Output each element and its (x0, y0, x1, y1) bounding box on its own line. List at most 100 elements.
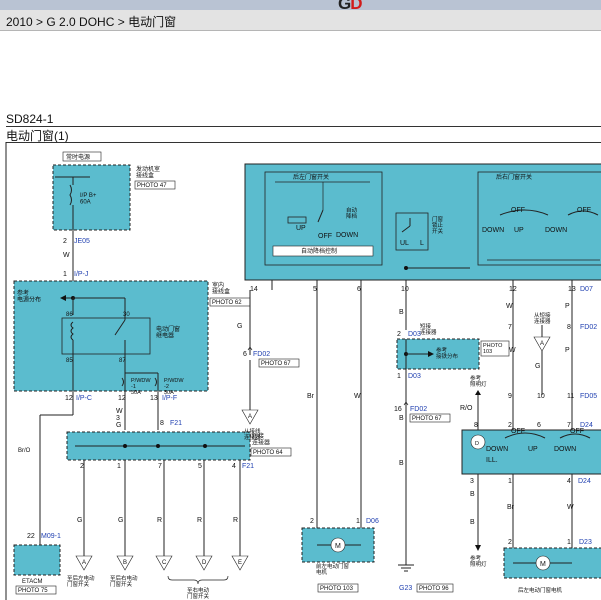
svg-text:D06: D06 (366, 518, 379, 525)
svg-text:FD02: FD02 (253, 351, 270, 358)
window-lock-switch-label: 门窗锁止开关 (432, 215, 444, 235)
svg-text:UL: UL (400, 240, 409, 247)
svg-text:I/P-C: I/P-C (76, 395, 92, 402)
svg-text:参考照明灯: 参考照明灯 (470, 554, 487, 568)
svg-text:D24: D24 (580, 422, 593, 429)
svg-text:OFF: OFF (318, 233, 332, 240)
svg-text:2: 2 (397, 331, 401, 338)
svg-text:R: R (233, 517, 238, 524)
power-window-relay-label: 电动门窗继电器 (156, 325, 180, 340)
svg-text:1: 1 (63, 271, 67, 278)
svg-text:ETACM: ETACM (22, 579, 43, 585)
svg-text:OFF: OFF (511, 428, 525, 435)
svg-text:PHOTO 64: PHOTO 64 (253, 450, 283, 456)
svg-text:87: 87 (119, 358, 126, 364)
svg-text:D03: D03 (408, 373, 421, 380)
svg-text:G: G (237, 323, 242, 330)
engine-room-junction-label: 发动机室接线盒 (136, 165, 160, 180)
rear-left-window-switch: 8 2 6 7 D24 D ILL. OFF DOWN UP DOWN OFF … (461, 422, 601, 485)
reference-lamp: 参考照明灯 R/O (460, 374, 487, 430)
svg-text:W: W (509, 347, 516, 354)
svg-text:2: 2 (63, 238, 67, 245)
svg-text:G: G (77, 517, 82, 524)
svg-text:从短接连接器: 从短接连接器 (534, 311, 551, 325)
svg-text:4: 4 (232, 463, 236, 470)
svg-text:DOWN: DOWN (554, 446, 576, 453)
etacm-module: 22 M09-1 ETACM PHOTO 75 (13, 533, 61, 595)
svg-text:W: W (567, 504, 574, 511)
svg-text:B: B (470, 519, 475, 526)
svg-text:3: 3 (470, 478, 474, 485)
svg-text:DOWN: DOWN (545, 227, 567, 234)
svg-text:D24: D24 (578, 478, 591, 485)
svg-text:10: 10 (537, 393, 545, 400)
svg-text:G: G (535, 363, 540, 370)
top-banner (0, 0, 601, 10)
svg-text:DOWN: DOWN (336, 232, 358, 239)
svg-text:I/P-J: I/P-J (74, 271, 88, 278)
svg-text:JE05: JE05 (74, 238, 90, 245)
reference-connectors: A B C D E 至后左电动门窗开关 至后右电动门窗开关 至右电动门窗开关 (67, 555, 249, 600)
power-distribution-ref: 参考电源分布 (17, 289, 41, 304)
svg-text:OFF: OFF (577, 207, 591, 214)
svg-text:F21: F21 (170, 420, 182, 427)
front-left-window-motor: 2 1 D06 M 前左电动门窗电机 PHOTO 103 (301, 518, 379, 593)
svg-text:5: 5 (198, 463, 202, 470)
svg-text:B: B (399, 415, 404, 422)
svg-text:PHOTO 62: PHOTO 62 (212, 300, 242, 306)
svg-text:ILL.: ILL. (486, 457, 498, 464)
divider (6, 142, 601, 143)
constant-power-label: 常时电源 (66, 153, 90, 161)
svg-text:12: 12 (65, 395, 73, 402)
svg-text:8: 8 (474, 422, 478, 429)
svg-text:DOWN: DOWN (482, 227, 504, 234)
rear-left-switch-label: 后左门窗开关 (293, 173, 329, 181)
svg-text:G23: G23 (399, 585, 412, 592)
breadcrumb-text[interactable]: 2010 > G 2.0 DOHC > 电动门窗 (6, 15, 177, 29)
svg-text:L: L (420, 240, 424, 247)
svg-text:A: A (540, 341, 544, 347)
svg-text:I/P-F: I/P-F (162, 395, 177, 402)
svg-text:11: 11 (567, 393, 574, 400)
svg-text:E: E (238, 560, 242, 566)
svg-text:1: 1 (567, 539, 571, 546)
svg-text:B: B (123, 560, 127, 566)
svg-text:PHOTO 96: PHOTO 96 (419, 586, 449, 592)
auto-down-control-label: 自动降档控制 (301, 247, 337, 255)
indoor-junction-block: 1 I/P-J 室内接线盒 PHOTO 62 参考电源分布 86 30 85 8… (13, 271, 251, 402)
breadcrumb[interactable]: 2010 > G 2.0 DOHC > 电动门窗 (0, 10, 601, 31)
svg-text:W: W (63, 252, 70, 259)
svg-text:13: 13 (150, 395, 158, 402)
svg-text:G: G (116, 422, 121, 429)
svg-text:12: 12 (118, 395, 126, 402)
short-connector-label: 短接连接器 (420, 322, 437, 336)
svg-text:从接线连接器: 从接线连接器 (244, 427, 261, 441)
svg-text:1: 1 (356, 518, 360, 525)
joint-connector-label: 短接连接器 (252, 432, 270, 447)
svg-text:5: 5 (313, 286, 317, 293)
svg-text:6: 6 (357, 286, 361, 293)
svg-text:B: B (399, 309, 404, 316)
svg-text:30: 30 (123, 312, 130, 318)
svg-text:Br: Br (307, 393, 315, 400)
indoor-junction-label: 室内接线盒 (212, 281, 230, 296)
svg-text:D03: D03 (408, 331, 421, 338)
document-id: SD824-1 (6, 112, 54, 126)
svg-text:M: M (540, 561, 546, 568)
svg-text:A: A (82, 560, 86, 566)
svg-text:Br/O: Br/O (18, 448, 31, 454)
svg-text:1: 1 (508, 478, 512, 485)
svg-text:86: 86 (66, 312, 73, 318)
brand-logo: GD (338, 0, 363, 13)
svg-text:2: 2 (508, 422, 512, 429)
svg-text:B: B (470, 491, 475, 498)
svg-text:P: P (565, 347, 570, 354)
svg-text:P: P (565, 303, 570, 310)
divider (6, 126, 601, 127)
svg-text:10: 10 (401, 286, 409, 293)
svg-text:85: 85 (66, 358, 73, 364)
svg-text:UP: UP (514, 227, 524, 234)
